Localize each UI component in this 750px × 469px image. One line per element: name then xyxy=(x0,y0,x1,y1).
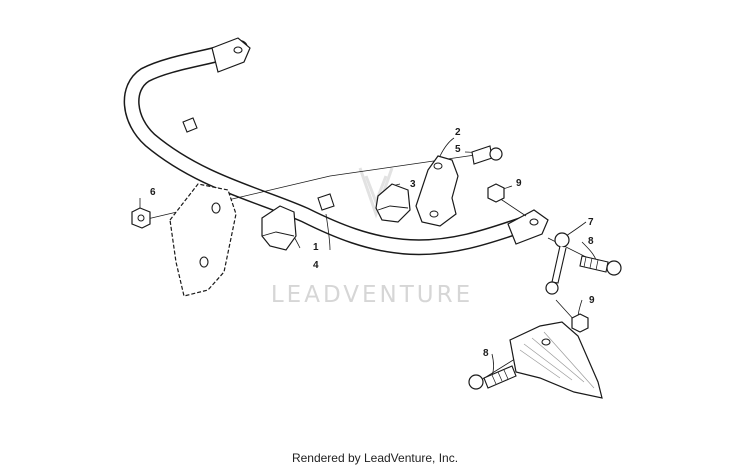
credit-text: Rendered by LeadVenture, Inc. xyxy=(291,451,459,465)
callout-9-lower: 9 xyxy=(589,295,595,306)
nut-left xyxy=(131,207,151,229)
nut-top xyxy=(487,183,505,203)
callout-6: 6 xyxy=(150,187,156,198)
callout-9-top: 9 xyxy=(516,178,522,189)
callout-8-lower: 8 xyxy=(483,348,489,359)
link-rod xyxy=(545,232,570,295)
bushing-left xyxy=(261,205,297,251)
stabilizer-bar xyxy=(123,37,549,256)
callout-3: 3 xyxy=(410,179,416,190)
bushing-center xyxy=(375,183,411,223)
bolt-lower xyxy=(468,365,517,390)
watermark-text: LEADVENTURE xyxy=(271,282,473,308)
clamp xyxy=(415,155,459,227)
callout-8-right: 8 xyxy=(588,236,594,247)
watermark-logo-icon xyxy=(358,167,394,219)
callout-2: 2 xyxy=(455,127,461,138)
right-mount-bracket xyxy=(509,321,603,399)
callouts: 1 2 3 4 5 6 7 8 8 9 9 xyxy=(150,127,595,359)
callout-7: 7 xyxy=(588,217,594,228)
callout-4: 4 xyxy=(313,260,319,271)
callout-1: 1 xyxy=(313,242,319,253)
bolt-right xyxy=(579,255,622,276)
left-mount-bracket xyxy=(169,183,237,297)
nut-lower xyxy=(571,313,589,333)
callout-5: 5 xyxy=(455,144,461,155)
bolt-top xyxy=(471,145,503,165)
